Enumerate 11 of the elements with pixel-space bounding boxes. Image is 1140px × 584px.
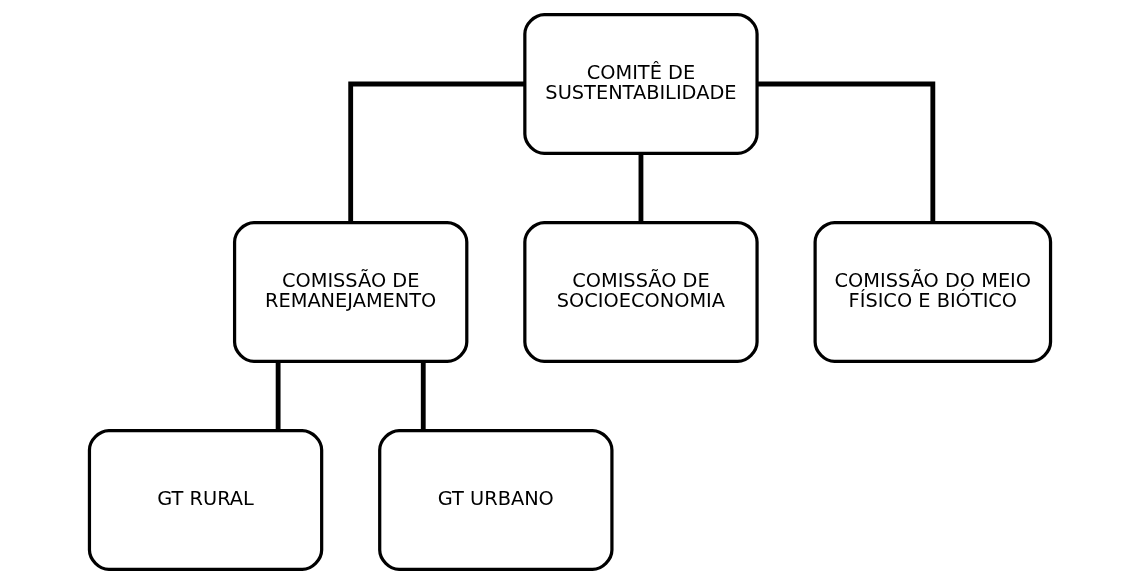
node-box: GT URBANO (378, 429, 614, 571)
connector (638, 153, 644, 222)
connector (757, 81, 936, 223)
connector (348, 81, 525, 223)
node-box: COMISSÃO DE REMANEJAMENTO (232, 221, 469, 363)
node-box: GT RURAL (87, 429, 324, 571)
connector (275, 361, 281, 430)
connector (420, 361, 426, 430)
node-box: COMITÊ DE SUSTENTABILIDADE (523, 13, 759, 155)
node-box: COMISSÃO DO MEIO FÍSICO E BIÓTICO (813, 221, 1053, 363)
node-box: COMISSÃO DE SOCIOECONOMIA (523, 221, 759, 363)
